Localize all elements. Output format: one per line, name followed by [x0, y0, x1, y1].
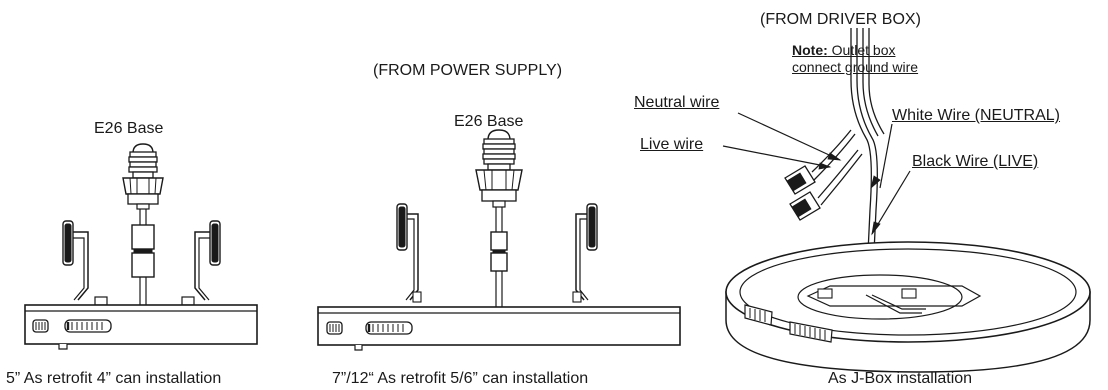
- spring-clip-left-2: [396, 203, 422, 303]
- white-wire-label: White Wire (NEUTRAL): [892, 107, 1061, 124]
- e26-base-label-2: E26 Base: [454, 113, 524, 130]
- leader-lines: [722, 112, 911, 236]
- black-wire-label: Black Wire (LIVE): [912, 153, 1039, 170]
- note-line-1: Outlet box: [827, 42, 896, 58]
- retrofit-56in-fixture: [317, 129, 681, 351]
- neutral-wire-label: Neutral wire: [634, 94, 720, 111]
- live-wire-label: Live wire: [640, 136, 704, 153]
- e26-base-label-1: E26 Base: [94, 120, 164, 137]
- caption-jbox: As J-Box installation: [828, 370, 973, 387]
- power-supply-label: (FROM POWER SUPPLY): [373, 62, 563, 79]
- ground-note: Note: Outlet box: [792, 42, 895, 58]
- note-line-2: connect ground wire: [792, 59, 919, 75]
- retrofit-4in-fixture: [24, 143, 258, 350]
- spring-clip-right-2: [572, 203, 598, 303]
- e26-socket-1: [122, 143, 164, 210]
- spring-clip-left-1: [62, 220, 89, 301]
- jbox-fixture: [722, 28, 1091, 373]
- caption-retrofit-4in: 5” As retrofit 4” can installation: [6, 370, 222, 387]
- jbox-disk: [725, 241, 1091, 373]
- note-title: Note:: [792, 42, 828, 58]
- wire-nut-upper: [784, 165, 816, 195]
- wire-nut-lower: [789, 191, 821, 221]
- spring-clip-right-1: [194, 220, 221, 301]
- caption-retrofit-56in: 7”/12“ As retrofit 5/6” can installation: [332, 370, 589, 387]
- e26-socket-2: [475, 129, 523, 208]
- driver-box-label: (FROM DRIVER BOX): [760, 11, 921, 28]
